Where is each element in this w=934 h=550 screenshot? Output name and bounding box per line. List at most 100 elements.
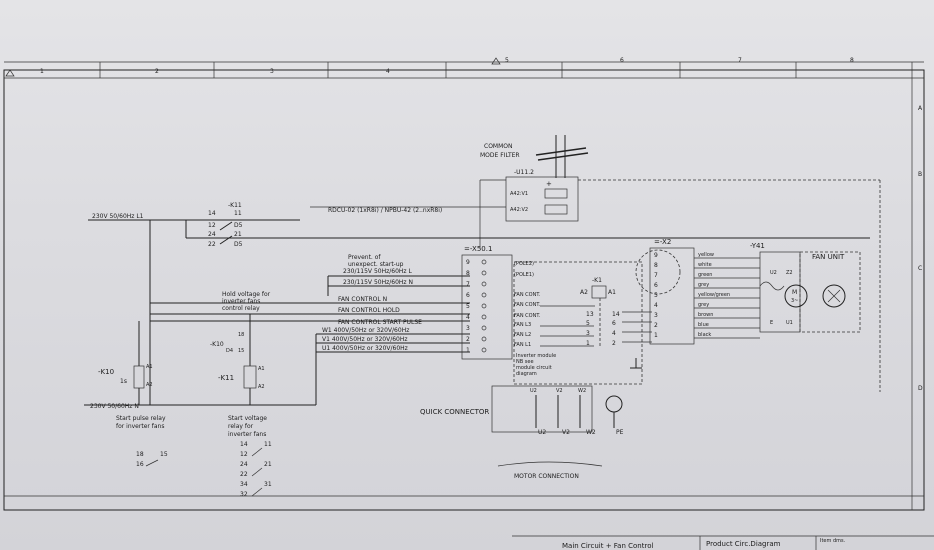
svg-text:FAN CONT.: FAN CONT. [514, 292, 541, 298]
svg-text:NB see: NB see [516, 359, 534, 365]
svg-text:18: 18 [136, 451, 144, 458]
svg-text:22: 22 [240, 471, 248, 478]
svg-text:Inverter module: Inverter module [516, 353, 556, 359]
triangle-marker-icon [491, 57, 501, 65]
column-3-label: 3 [270, 68, 274, 75]
column-7-label: 7 [738, 57, 742, 64]
quick-connector-label: QUICK CONNECTOR [420, 408, 489, 416]
column-2-label: 2 [155, 68, 159, 75]
svg-text:grey: grey [698, 302, 709, 308]
column-1-label: 1 [40, 68, 44, 75]
svg-text:1: 1 [586, 340, 590, 347]
svg-text:24: 24 [240, 461, 248, 468]
svg-text:(POLE2): (POLE2) [514, 261, 534, 267]
x2-ref: =-X2 [654, 238, 671, 246]
svg-text:yellow: yellow [698, 252, 714, 258]
svg-text:A1: A1 [608, 289, 616, 296]
svg-text:8: 8 [466, 270, 470, 277]
svg-text:D5: D5 [234, 222, 243, 229]
svg-text:6: 6 [654, 282, 658, 289]
svg-text:32: 32 [240, 491, 248, 498]
svg-text:diagram: diagram [516, 371, 537, 377]
title-block-b: Product Circ.Diagram [706, 540, 781, 548]
svg-text:14: 14 [612, 311, 620, 318]
x2-connector-outline [635, 249, 681, 295]
svg-text:5: 5 [654, 292, 658, 299]
filter-label-1: COMMON [484, 143, 512, 150]
svg-text:1s: 1s [120, 378, 127, 385]
svg-text:D4: D4 [226, 348, 233, 354]
svg-text:4: 4 [466, 314, 470, 321]
signal-line-2: 230/115V 50Hz/60Hz N [343, 279, 413, 286]
svg-text:5: 5 [586, 320, 590, 327]
svg-text:V2: V2 [562, 429, 570, 436]
x2-wire-colors: yellow white green grey yellow/green gre… [698, 252, 730, 338]
svg-text:Z2: Z2 [786, 270, 793, 276]
svg-text:21: 21 [264, 461, 272, 468]
k11-coil [243, 365, 257, 389]
svg-text:U2: U2 [530, 388, 537, 394]
x2-pins: 9 8 7 6 5 4 3 2 1 [654, 252, 658, 339]
svg-text:24: 24 [208, 231, 216, 238]
k1-coil [591, 285, 607, 299]
y41-ref: -Y41 [750, 242, 765, 250]
svg-text:11: 11 [264, 441, 272, 448]
signal-fan-control-start: FAN CONTROL START PULSE [338, 319, 422, 326]
a42v1-label: A42:V1 [510, 191, 528, 197]
svg-text:2: 2 [612, 340, 616, 347]
svg-text:3: 3 [466, 325, 470, 332]
signal-line-1: 230/115V 50Hz/60Hz L [343, 268, 412, 275]
svg-text:16: 16 [136, 461, 144, 468]
k1-ref: -K1 [592, 277, 602, 284]
column-5-label: 5 [505, 57, 509, 64]
svg-text:A1: A1 [258, 366, 265, 372]
svg-text:1: 1 [654, 332, 658, 339]
svg-text:white: white [698, 262, 712, 268]
svg-text:A1: A1 [146, 364, 153, 370]
filter-label-2: MODE FILTER [480, 152, 520, 159]
supply-bottom: 230V 50/60Hz N [90, 403, 139, 410]
svg-text:9: 9 [466, 259, 470, 266]
svg-text:5: 5 [466, 303, 470, 310]
k11-note-2: relay for [228, 423, 254, 430]
svg-text:FAN L2: FAN L2 [514, 332, 531, 338]
svg-text:E: E [770, 320, 773, 326]
svg-text:W2: W2 [586, 429, 596, 436]
filter-block [505, 176, 579, 222]
svg-text:V2: V2 [556, 388, 563, 394]
column-6-label: 6 [620, 57, 624, 64]
fan-blade-icon [822, 284, 846, 308]
fan-motor-icon [784, 284, 808, 308]
svg-text:4: 4 [612, 330, 616, 337]
k10c-ref: -K10 [210, 341, 224, 348]
svg-text:yellow/green: yellow/green [698, 292, 730, 298]
signal-fan-control-n: FAN CONTROL N [338, 296, 387, 303]
svg-text:14: 14 [208, 210, 216, 217]
svg-text:D5: D5 [234, 241, 243, 248]
svg-text:6: 6 [466, 292, 470, 299]
fan-unit-label: FAN UNIT [812, 253, 845, 261]
title-block-a: Main Circuit + Fan Control [562, 542, 653, 550]
x501-ref: =-X50.1 [464, 245, 492, 253]
svg-text:FAN CONT.: FAN CONT. [514, 302, 541, 308]
k11-note-1: Start voltage [228, 415, 267, 422]
column-4-label: 4 [386, 68, 390, 75]
svg-text:3~: 3~ [791, 298, 798, 304]
svg-text:PE: PE [616, 429, 624, 436]
svg-text:A2: A2 [146, 382, 153, 388]
svg-text:black: black [698, 332, 711, 338]
svg-text:blue: blue [698, 322, 709, 328]
row-a-label: A [918, 105, 923, 112]
signal-w1: W1 400V/50Hz or 320V/60Hz [322, 327, 409, 334]
k10-note-1: Start pulse relay [116, 415, 166, 422]
svg-text:green: green [698, 272, 712, 278]
terminal-x2 [649, 247, 695, 345]
rdcu-label: RDCU-02 (1xR8i) / NPBU-42 (2..nxR8i) [328, 207, 442, 214]
svg-text:7: 7 [654, 272, 658, 279]
motor-connection-label: MOTOR CONNECTION [514, 473, 579, 480]
column-8-label: 8 [850, 57, 854, 64]
prevent-line-2: unexpect. start-up [348, 261, 404, 268]
x501-pins: 9 8 7 6 5 4 3 2 1 [466, 259, 487, 354]
